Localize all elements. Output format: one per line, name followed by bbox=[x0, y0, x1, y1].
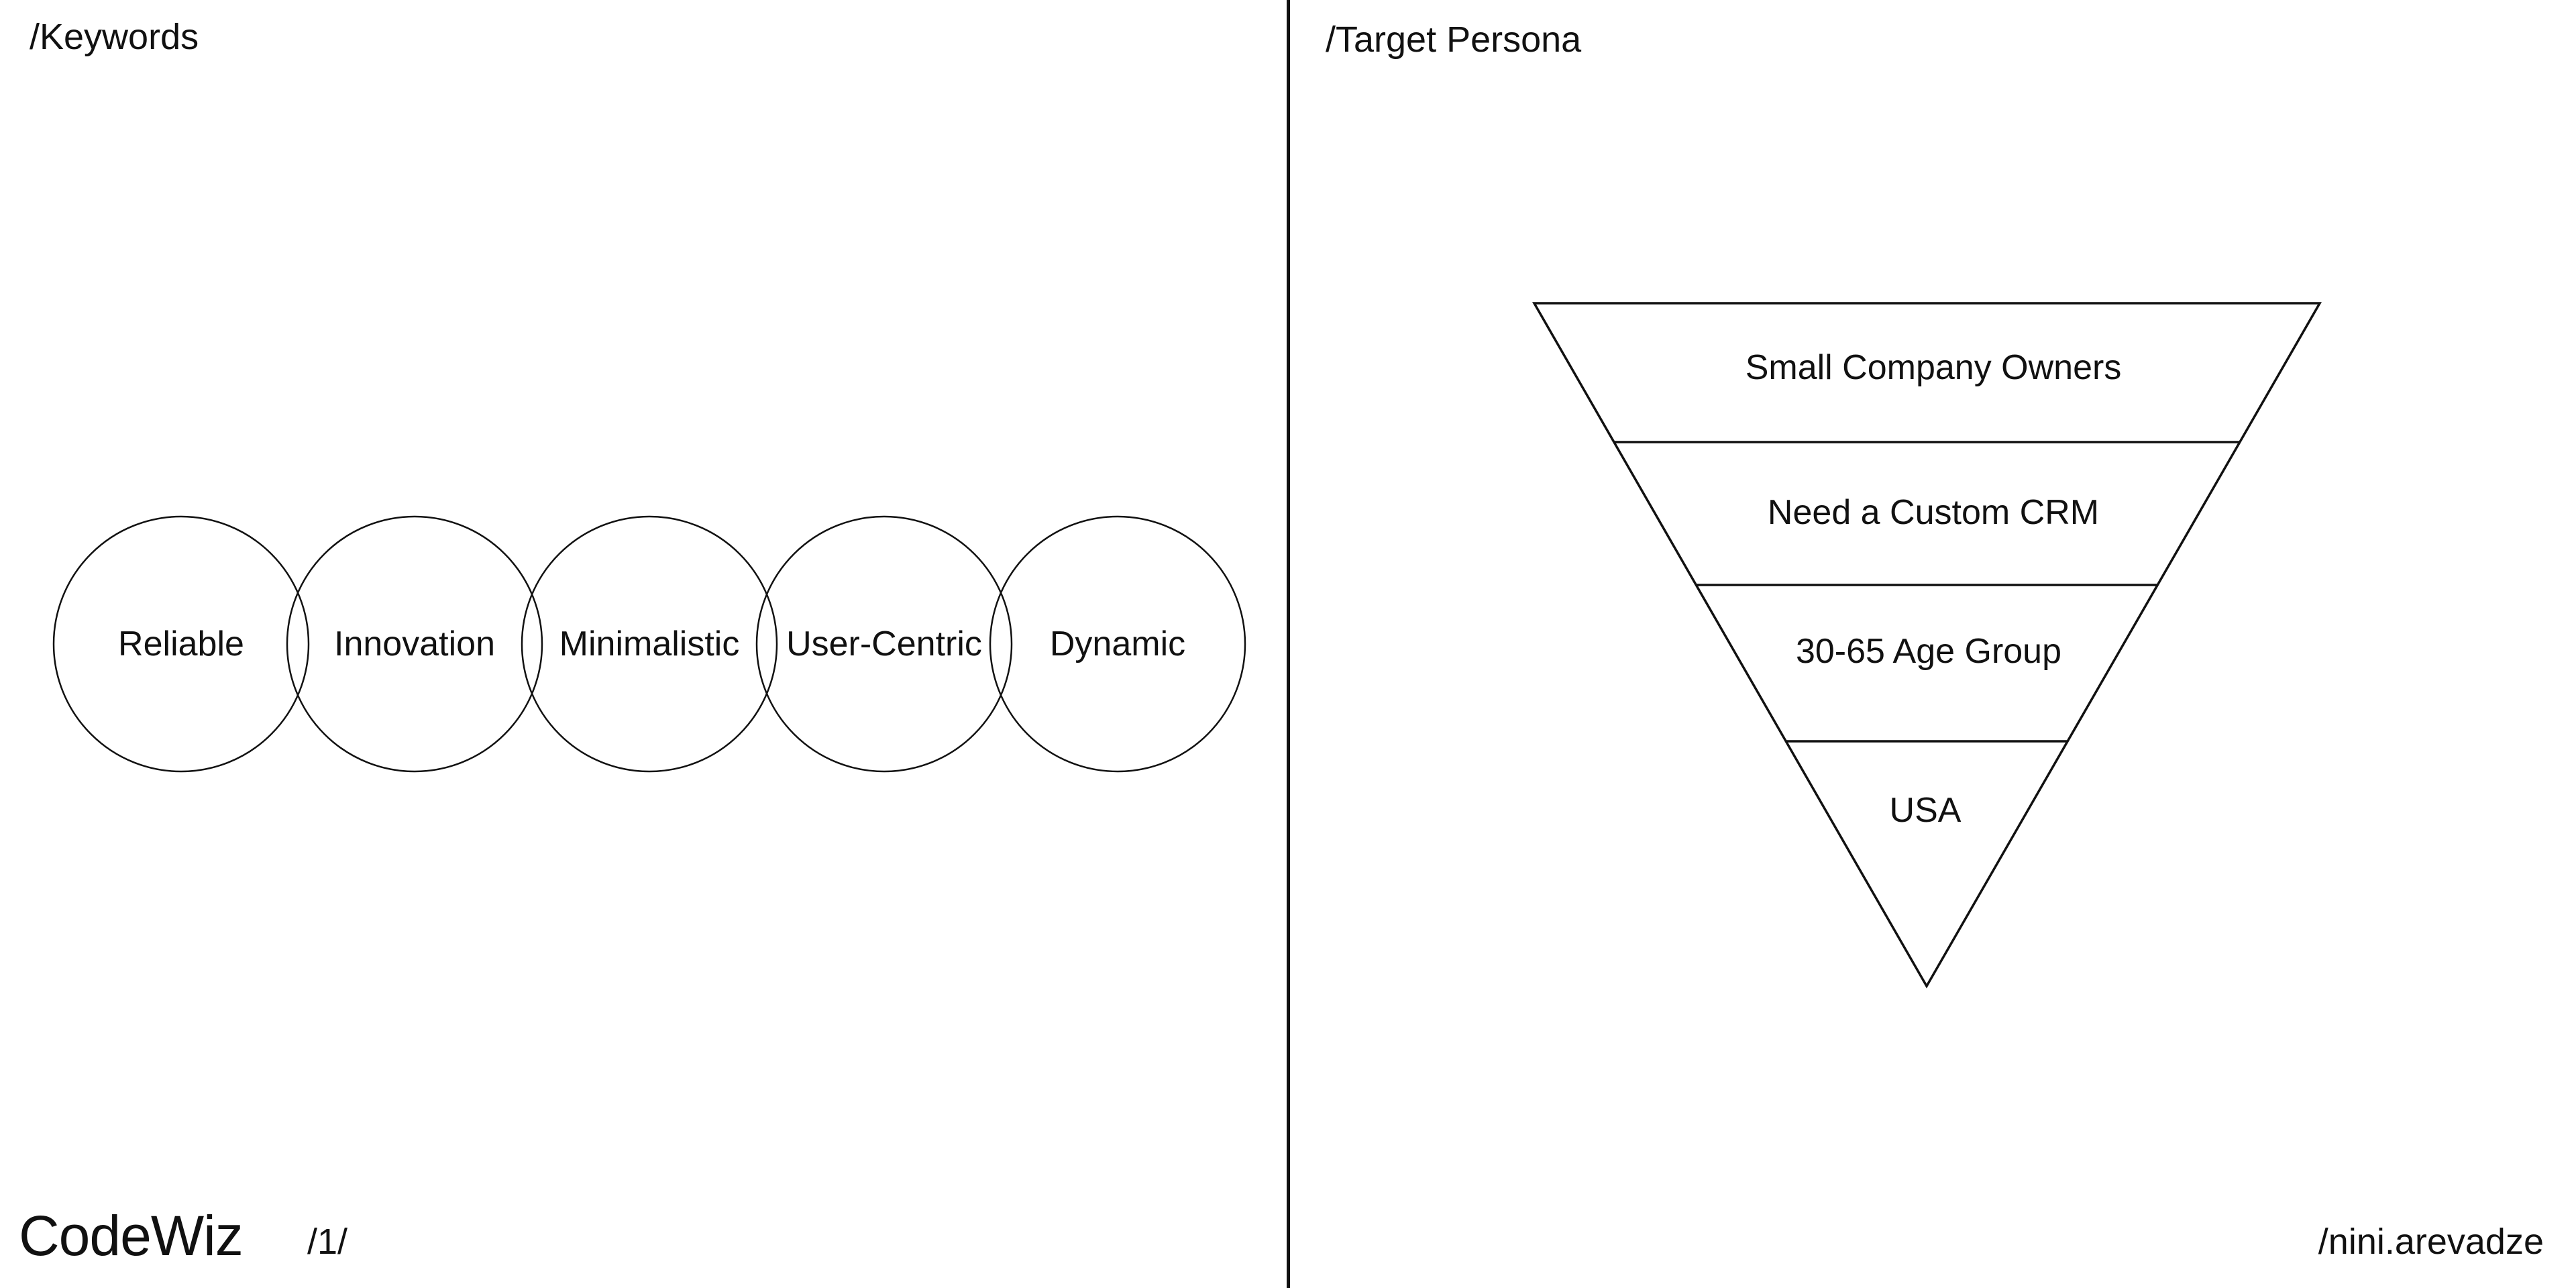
funnel-tier-label: Small Company Owners bbox=[1746, 348, 2122, 387]
keyword-label: Minimalistic bbox=[559, 625, 740, 663]
keyword-circle-user-centric: User-Centric bbox=[755, 515, 1013, 773]
funnel-tier-label: 30-65 Age Group bbox=[1796, 632, 2061, 671]
keywords-venn: Reliable Innovation Minimalistic User-Ce… bbox=[52, 515, 1246, 773]
author-handle: /nini.arevadze bbox=[2318, 1222, 2544, 1262]
funnel-tier-label: USA bbox=[1890, 791, 1962, 830]
funnel-tier-label: Need a Custom CRM bbox=[1768, 493, 2099, 532]
keyword-circle-dynamic: Dynamic bbox=[989, 515, 1246, 773]
persona-funnel: Small Company Owners Need a Custom CRM 3… bbox=[1532, 302, 2322, 989]
vertical-divider bbox=[1287, 0, 1290, 1288]
keyword-label: Innovation bbox=[334, 625, 495, 663]
keyword-label: User-Centric bbox=[786, 625, 982, 663]
keyword-label: Dynamic bbox=[1050, 625, 1185, 663]
target-persona-section-title: /Target Persona bbox=[1326, 19, 1582, 60]
brand-logo-text: CodeWiz bbox=[19, 1204, 244, 1267]
keyword-label: Reliable bbox=[118, 625, 244, 663]
keywords-section-title: /Keywords bbox=[30, 17, 199, 57]
keyword-circle-innovation: Innovation bbox=[286, 515, 543, 773]
keyword-circle-minimalistic: Minimalistic bbox=[521, 515, 778, 773]
funnel-outline bbox=[1532, 302, 2322, 989]
page-number: /1/ bbox=[307, 1222, 348, 1262]
keyword-circle-reliable: Reliable bbox=[52, 515, 310, 773]
